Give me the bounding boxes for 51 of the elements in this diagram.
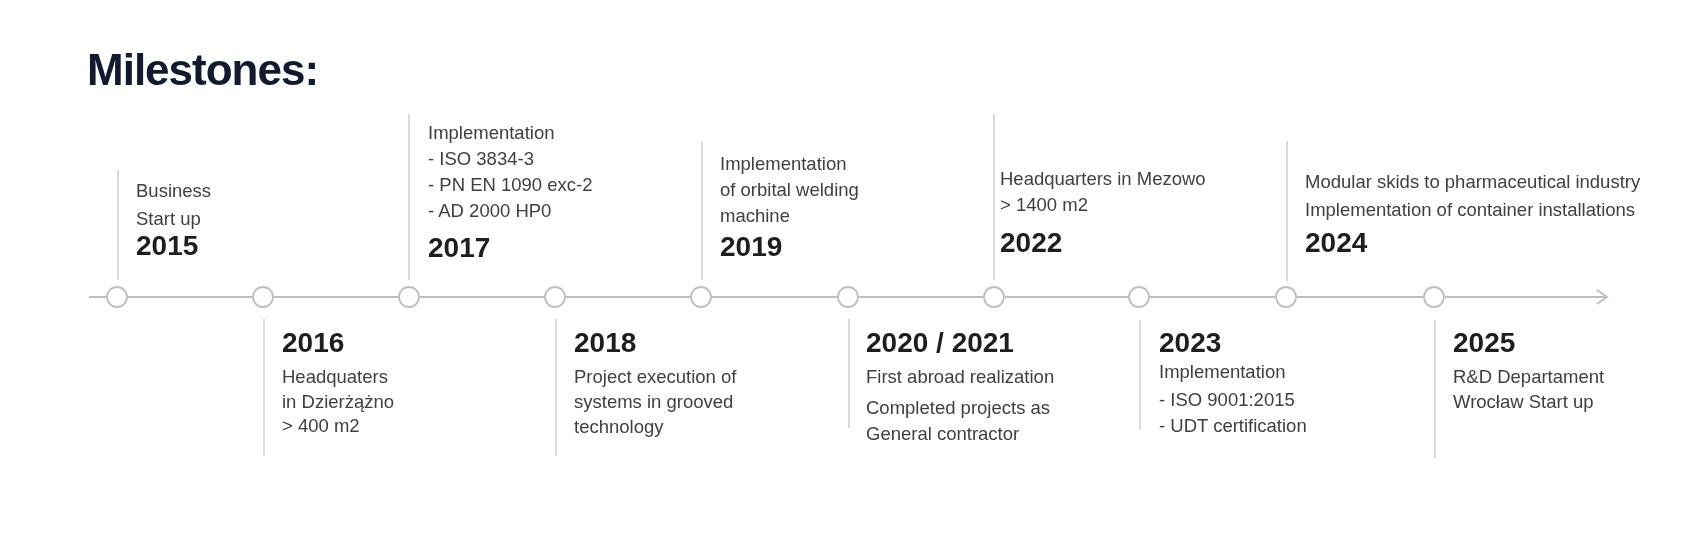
year-label: 2017 — [428, 232, 491, 264]
year-label: 2020 / 2021 — [866, 327, 1014, 359]
arrow — [1444, 289, 1608, 305]
title: Milestones: — [87, 45, 319, 95]
milestone-text: > 1400 m2 — [1000, 193, 1088, 217]
milestone-text: Modular skids to pharmaceutical industry — [1305, 170, 1641, 194]
milestone-circle — [1275, 286, 1297, 308]
year-label: 2023 — [1159, 327, 1222, 359]
year-label: 2015 — [136, 230, 199, 262]
milestone-text: Completed projects as General contractor — [866, 396, 1052, 446]
timeline-line — [88, 296, 107, 298]
year-label: 2022 — [1000, 227, 1063, 259]
timeline-line — [273, 296, 399, 298]
timeline-line — [1296, 296, 1424, 298]
list-item: - ISO 3834-3 — [428, 147, 534, 171]
milestone-circle — [106, 286, 128, 308]
timeline-line — [419, 296, 545, 298]
milestone-circle — [1128, 286, 1150, 308]
milestone-text: Implementation of container installations — [1305, 198, 1636, 222]
list-item: - AD 2000 HP0 — [428, 199, 552, 223]
timeline-line — [127, 296, 253, 298]
list-item: - PN EN 1090 exc-2 — [428, 173, 593, 197]
milestone-circle — [398, 286, 420, 308]
milestone-text: Headquarters in Mezowo — [1000, 167, 1206, 191]
year-label: 2016 — [282, 327, 345, 359]
milestone-circle — [837, 286, 859, 308]
milestone-text: Business Start up — [136, 179, 213, 231]
list-item: - ISO 9001:2015 — [1159, 388, 1295, 412]
milestone-circle — [544, 286, 566, 308]
milestone-circle — [690, 286, 712, 308]
timeline-line — [1149, 296, 1276, 298]
milestone-text: Implementation — [428, 121, 555, 145]
timeline-line — [1004, 296, 1129, 298]
milestone-text: First abroad realization — [866, 365, 1055, 389]
milestone-circle — [983, 286, 1005, 308]
milestone-circle — [1423, 286, 1445, 308]
milestone-text: Implementation of orbital welding machine — [720, 152, 860, 228]
year-label: 2018 — [574, 327, 637, 359]
milestone-text: Headquaters in Dzierżążno — [282, 365, 396, 414]
list-item: - UDT certification — [1159, 414, 1307, 438]
year-label: 2024 — [1305, 227, 1368, 259]
timeline-line — [711, 296, 838, 298]
timeline-line — [858, 296, 984, 298]
milestone-text: Implementation — [1159, 360, 1286, 384]
year-label: 2019 — [720, 231, 783, 263]
milestone-circle — [252, 286, 274, 308]
timeline-line — [565, 296, 691, 298]
year-label: 2025 — [1453, 327, 1516, 359]
milestone-text: R&D Departament Wrocław Start up — [1453, 365, 1606, 414]
milestone-text: Project execution of systems in grooved technology — [574, 365, 738, 439]
milestone-text: > 400 m2 — [282, 414, 360, 438]
